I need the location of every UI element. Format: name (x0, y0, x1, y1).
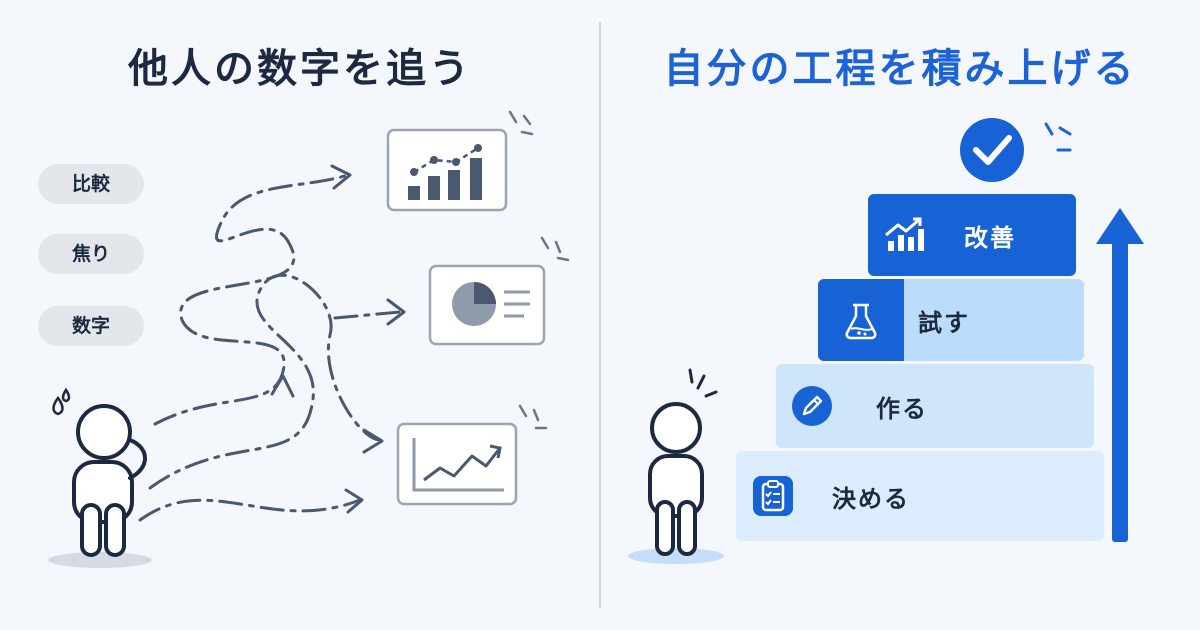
right-illustration (628, 118, 1144, 564)
flask-icon (818, 279, 904, 361)
check-circle-icon (960, 118, 1024, 182)
right-panel: 自分の工程を積み上げる (600, 0, 1200, 630)
pencil-icon (776, 364, 848, 448)
pill-numbers: 数字 (38, 306, 144, 346)
pill-anxiety: 焦り (38, 234, 144, 274)
stress-lines-2 (540, 236, 570, 262)
sweat-drop-icon (52, 387, 71, 416)
left-illustration (48, 110, 570, 568)
pie-chart-icon (428, 264, 546, 346)
path-to-bar-chart (153, 173, 350, 426)
step-try: 試す (818, 279, 1084, 361)
path-to-line-chart (148, 273, 382, 490)
bar-chart-icon (386, 128, 508, 212)
step-decide: 決める (736, 451, 1104, 541)
pill-comparison: 比較 (38, 164, 144, 204)
step-label-decide: 決める (832, 484, 910, 513)
path-to-pie-chart (333, 310, 402, 320)
panel-divider (599, 22, 601, 608)
path-to-lower-chart (138, 498, 362, 522)
step-label-try: 試す (918, 308, 970, 337)
sparkle-lines (1044, 122, 1072, 152)
left-title: 他人の数字を追う (128, 46, 472, 92)
alert-lines (688, 368, 718, 398)
worried-person-icon (48, 404, 152, 568)
right-title: 自分の工程を積み上げる (663, 46, 1137, 92)
left-panel: 他人の数字を追う 比較 焦り 数字 (38, 46, 570, 568)
line-chart-icon (396, 422, 518, 506)
stress-lines-1 (508, 110, 534, 136)
person-icon (628, 402, 724, 564)
step-improve: 改善 (868, 194, 1076, 276)
tangled-paths (138, 173, 402, 522)
step-label-improve: 改善 (964, 223, 1016, 252)
step-label-make: 作る (876, 394, 928, 423)
arrowheads (270, 164, 406, 514)
stress-lines-3 (518, 404, 548, 430)
clipboard-checklist-icon (736, 451, 810, 541)
trend-up-icon (868, 194, 940, 276)
up-arrow-icon (1096, 208, 1144, 542)
step-make: 作る (776, 364, 1094, 448)
